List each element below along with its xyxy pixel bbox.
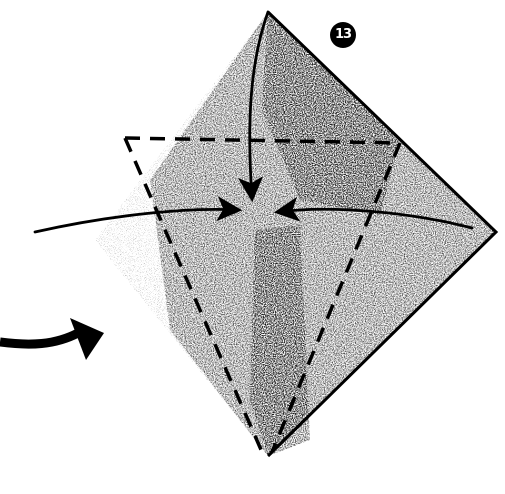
turn-over-arrow [0, 318, 104, 360]
step-number-badge: 13 [330, 22, 356, 48]
paper-square [95, 12, 496, 456]
